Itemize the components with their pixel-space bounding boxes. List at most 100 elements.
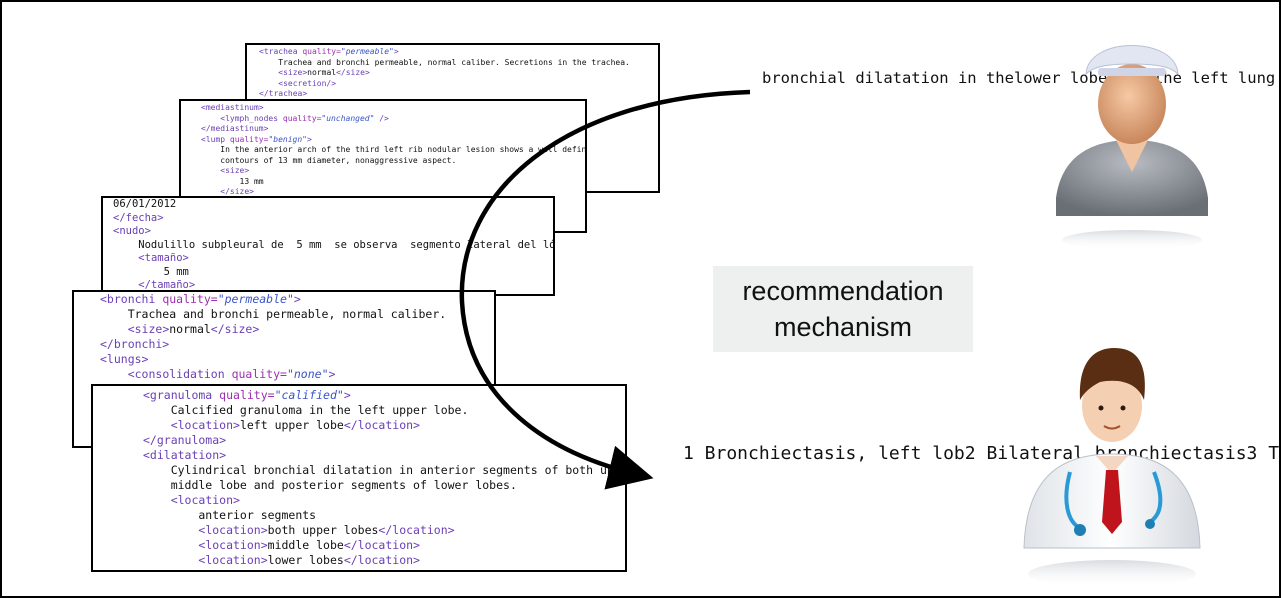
code-token: >: [293, 292, 301, 306]
code-token: normal: [169, 322, 211, 336]
code-line: <bronchi quality="permeable">: [100, 292, 494, 307]
code-line: <trachea quality="permeable">: [259, 47, 658, 58]
code-token: </bronchi>: [100, 337, 170, 351]
code-token: Nodulillo subpleural de 5 mm se observa …: [113, 238, 555, 251]
code-token: quality=: [162, 292, 218, 306]
code-token: lower lobes: [267, 553, 344, 567]
code-token: </granuloma>: [143, 433, 227, 447]
code-line: <size>: [201, 166, 585, 177]
report-code-3: 06/01/2012 </fecha><nudo> Nodulillo subpl…: [103, 198, 553, 293]
code-line: <dilatation>: [143, 448, 625, 463]
code-line: <location>: [143, 493, 625, 508]
code-token: </size>: [220, 187, 254, 196]
code-token: <lump: [201, 134, 230, 144]
code-token: <consolidation: [127, 367, 232, 381]
code-line: <consolidation quality="none">: [100, 367, 494, 382]
code-token: <lungs>: [100, 352, 149, 366]
code-token: "permeable": [340, 47, 394, 56]
code-line: <location>middle lobe</location>: [143, 538, 625, 553]
query-line-1: bronchial dilatation in the: [762, 69, 1014, 87]
code-line: </location>: [143, 568, 625, 570]
code-line: 5 mm: [113, 266, 553, 280]
report-code-1: <trachea quality="permeable"> Trachea an…: [247, 45, 658, 100]
code-line: </trachea>: [259, 89, 658, 100]
code-token: >: [343, 388, 351, 402]
code-line: <location>both upper lobes</location>: [143, 523, 625, 538]
code-token: 5 mm: [113, 265, 189, 278]
code-token: </location>: [378, 523, 455, 537]
code-token: "benign": [268, 134, 307, 144]
code-line: <mediastinum>: [201, 103, 585, 114]
code-token: quality=: [219, 388, 275, 402]
code-token: <location>: [198, 553, 268, 567]
code-line: <lymph_nodes quality="unchanged" />: [201, 114, 585, 125]
code-line: <nudo>: [113, 225, 553, 239]
code-line: <location>lower lobes</location>: [143, 553, 625, 568]
code-token: Cylindrical bronchial dilatation in ante…: [170, 463, 627, 477]
code-line: <size>normal</size>: [259, 68, 658, 79]
code-token: </location>: [343, 538, 420, 552]
code-token: <location>: [170, 493, 240, 507]
recommendation-item-1: 1 Bronchiectasis, left lob: [683, 443, 965, 464]
code-token: left upper lobe: [239, 418, 344, 432]
code-token: </location>: [343, 418, 420, 432]
report-card-5: <granuloma quality="calified"> Calcified…: [91, 384, 627, 572]
code-token: normal: [307, 68, 337, 77]
code-line: <lungs>: [100, 352, 494, 367]
code-token: <size>: [278, 68, 308, 77]
code-token: "permeable": [217, 292, 294, 306]
code-token: <secretion/>: [278, 78, 337, 88]
code-token: <lymph_nodes: [220, 113, 283, 123]
code-line: <tamaño>: [113, 252, 553, 266]
code-token: Trachea and bronchi permeable, normal ca…: [259, 57, 630, 67]
code-token: 13 mm: [201, 176, 264, 186]
code-token: </tamaño>: [138, 279, 196, 291]
code-line: </fecha>: [113, 212, 553, 226]
code-token: </location>: [171, 568, 247, 570]
code-token: >: [393, 47, 399, 56]
code-line: contours of 13 mm diameter, nonaggressiv…: [201, 156, 585, 167]
code-token: Trachea and bronchi permeable, normal ca…: [100, 307, 447, 321]
code-line: Trachea and bronchi permeable, normal ca…: [259, 58, 658, 69]
code-token: "unchanged": [321, 113, 375, 123]
code-token: </mediastinum>: [201, 124, 269, 133]
code-token: <location>: [198, 538, 268, 552]
curved-arrow-icon: [459, 89, 751, 490]
code-line: </bronchi>: [100, 337, 494, 352]
code-line: Nodulillo subpleural de 5 mm se observa …: [113, 239, 553, 253]
code-token: >: [328, 367, 336, 381]
code-line: Cylindrical bronchial dilatation in ante…: [143, 463, 625, 478]
code-token: middle lobe: [267, 538, 344, 552]
code-line: 06/01/2012: [113, 198, 553, 212]
code-token: <dilatation>: [143, 448, 227, 462]
mechanism-line-1: recommendation: [742, 276, 944, 306]
report-card-3: 06/01/2012 </fecha><nudo> Nodulillo subpl…: [101, 196, 555, 296]
code-line: Calcified granuloma in the left upper lo…: [143, 403, 625, 418]
code-line: </granuloma>: [143, 433, 625, 448]
code-token: <size>: [127, 322, 170, 336]
recommendation-mechanism-box: recommendation mechanism: [713, 266, 973, 352]
code-token: </size>: [210, 322, 260, 336]
code-token: both upper lobes: [267, 523, 379, 537]
query-text: bronchial dilatation in thelower lobes o…: [762, 66, 1275, 90]
code-token: quality=: [229, 134, 269, 144]
code-token: quality=: [282, 113, 322, 123]
code-token: quality=: [302, 47, 341, 56]
code-token: 06/01/2012: [113, 198, 177, 210]
code-token: />: [374, 113, 389, 123]
mechanism-line-2: mechanism: [773, 312, 913, 342]
code-token: <size>: [220, 166, 250, 175]
code-token: middle lobe and posterior segments of lo…: [143, 478, 517, 492]
code-line: middle lobe and posterior segments of lo…: [143, 478, 625, 493]
code-token: contours of 13 mm diameter, nonaggressiv…: [201, 155, 457, 165]
code-token: </trachea>: [259, 89, 308, 98]
code-token: <location>: [198, 523, 268, 537]
code-line: <granuloma quality="calified">: [143, 388, 625, 403]
code-line: Trachea and bronchi permeable, normal ca…: [100, 307, 494, 322]
doctor-avatar-icon: [1023, 348, 1201, 588]
code-line: <location>left upper lobe</location>: [143, 418, 625, 433]
code-token: </location>: [343, 553, 420, 567]
code-token: "calified": [274, 388, 344, 402]
